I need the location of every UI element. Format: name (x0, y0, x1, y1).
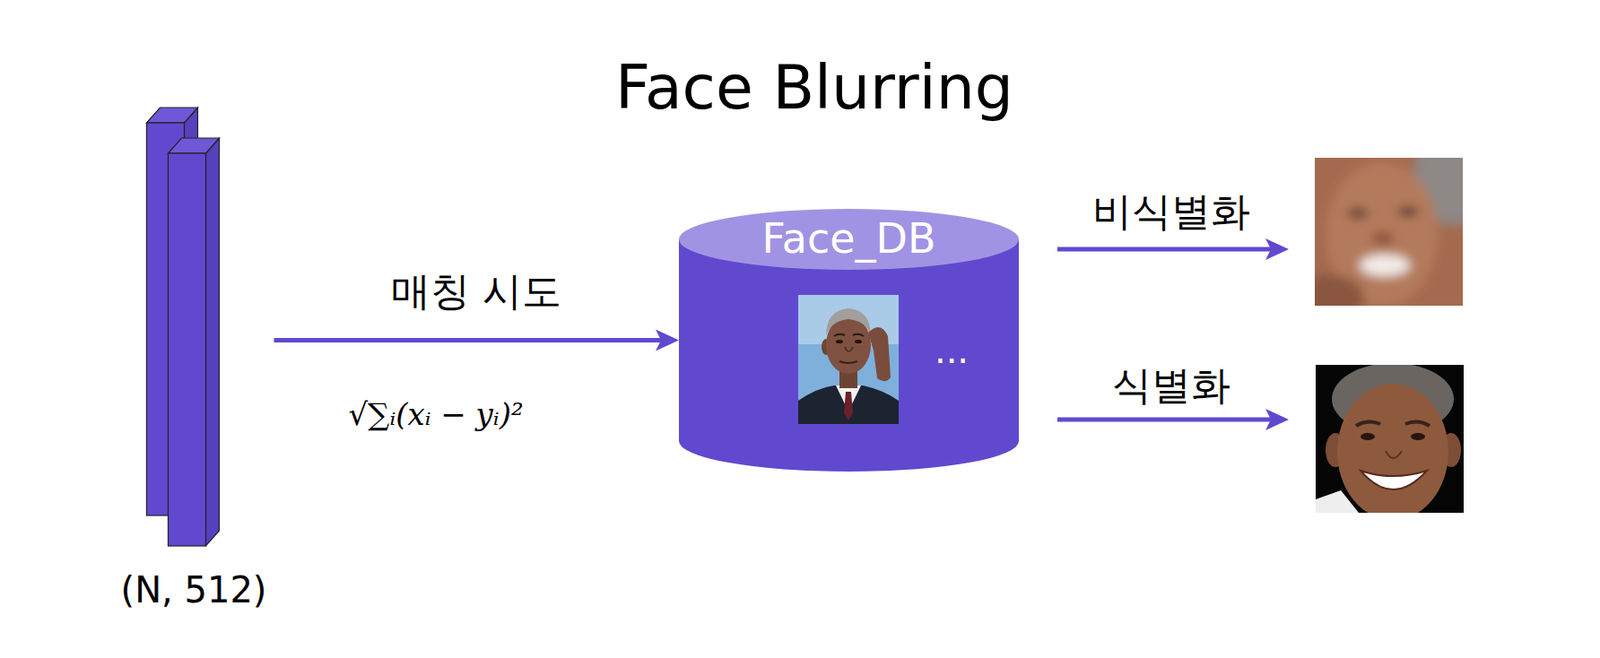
chin-blur (1314, 274, 1365, 306)
ellipsis-mark: ... (934, 329, 969, 373)
match-arrow (273, 338, 670, 343)
distance-formula: √∑ᵢ(xᵢ − yᵢ)² (347, 396, 523, 434)
shape-label: (N, 512) (121, 568, 268, 612)
eye-blur (1347, 208, 1369, 218)
edge-label: 매칭 시도 (391, 267, 562, 315)
smile (1360, 470, 1427, 490)
database-cylinder: Face_DB... (678, 208, 1019, 472)
bar-side (205, 138, 219, 547)
bar-top (146, 107, 198, 123)
face (1337, 383, 1449, 514)
identified-face-photo (1315, 363, 1464, 521)
database-name: Face_DB (762, 214, 937, 264)
mouth-blur (1359, 254, 1410, 277)
tensor-stack: (N, 512) (113, 105, 275, 619)
eye (1360, 433, 1375, 441)
nose (1385, 451, 1402, 459)
cylinder-top (678, 208, 1019, 270)
portrait-photo (798, 295, 899, 425)
nose-blur (1372, 231, 1394, 246)
cylinder-body (678, 239, 1019, 472)
output-label: 비식별화 (1092, 188, 1251, 236)
bar-top (167, 138, 219, 154)
eyebrow (1405, 421, 1430, 427)
blurred-face-photo (1292, 126, 1495, 324)
bar-front (167, 153, 206, 547)
tensor-bar (167, 138, 219, 547)
output-arrow (1057, 417, 1280, 423)
diagram-title: Face Blurring (615, 51, 1014, 125)
eyebrow (1356, 421, 1381, 427)
eye-blur (1397, 207, 1419, 217)
collar (1315, 490, 1359, 514)
eye (1410, 433, 1426, 441)
output-label: 식별화 (1112, 362, 1231, 410)
node-outline (113, 105, 275, 619)
output-arrow (1057, 247, 1280, 253)
